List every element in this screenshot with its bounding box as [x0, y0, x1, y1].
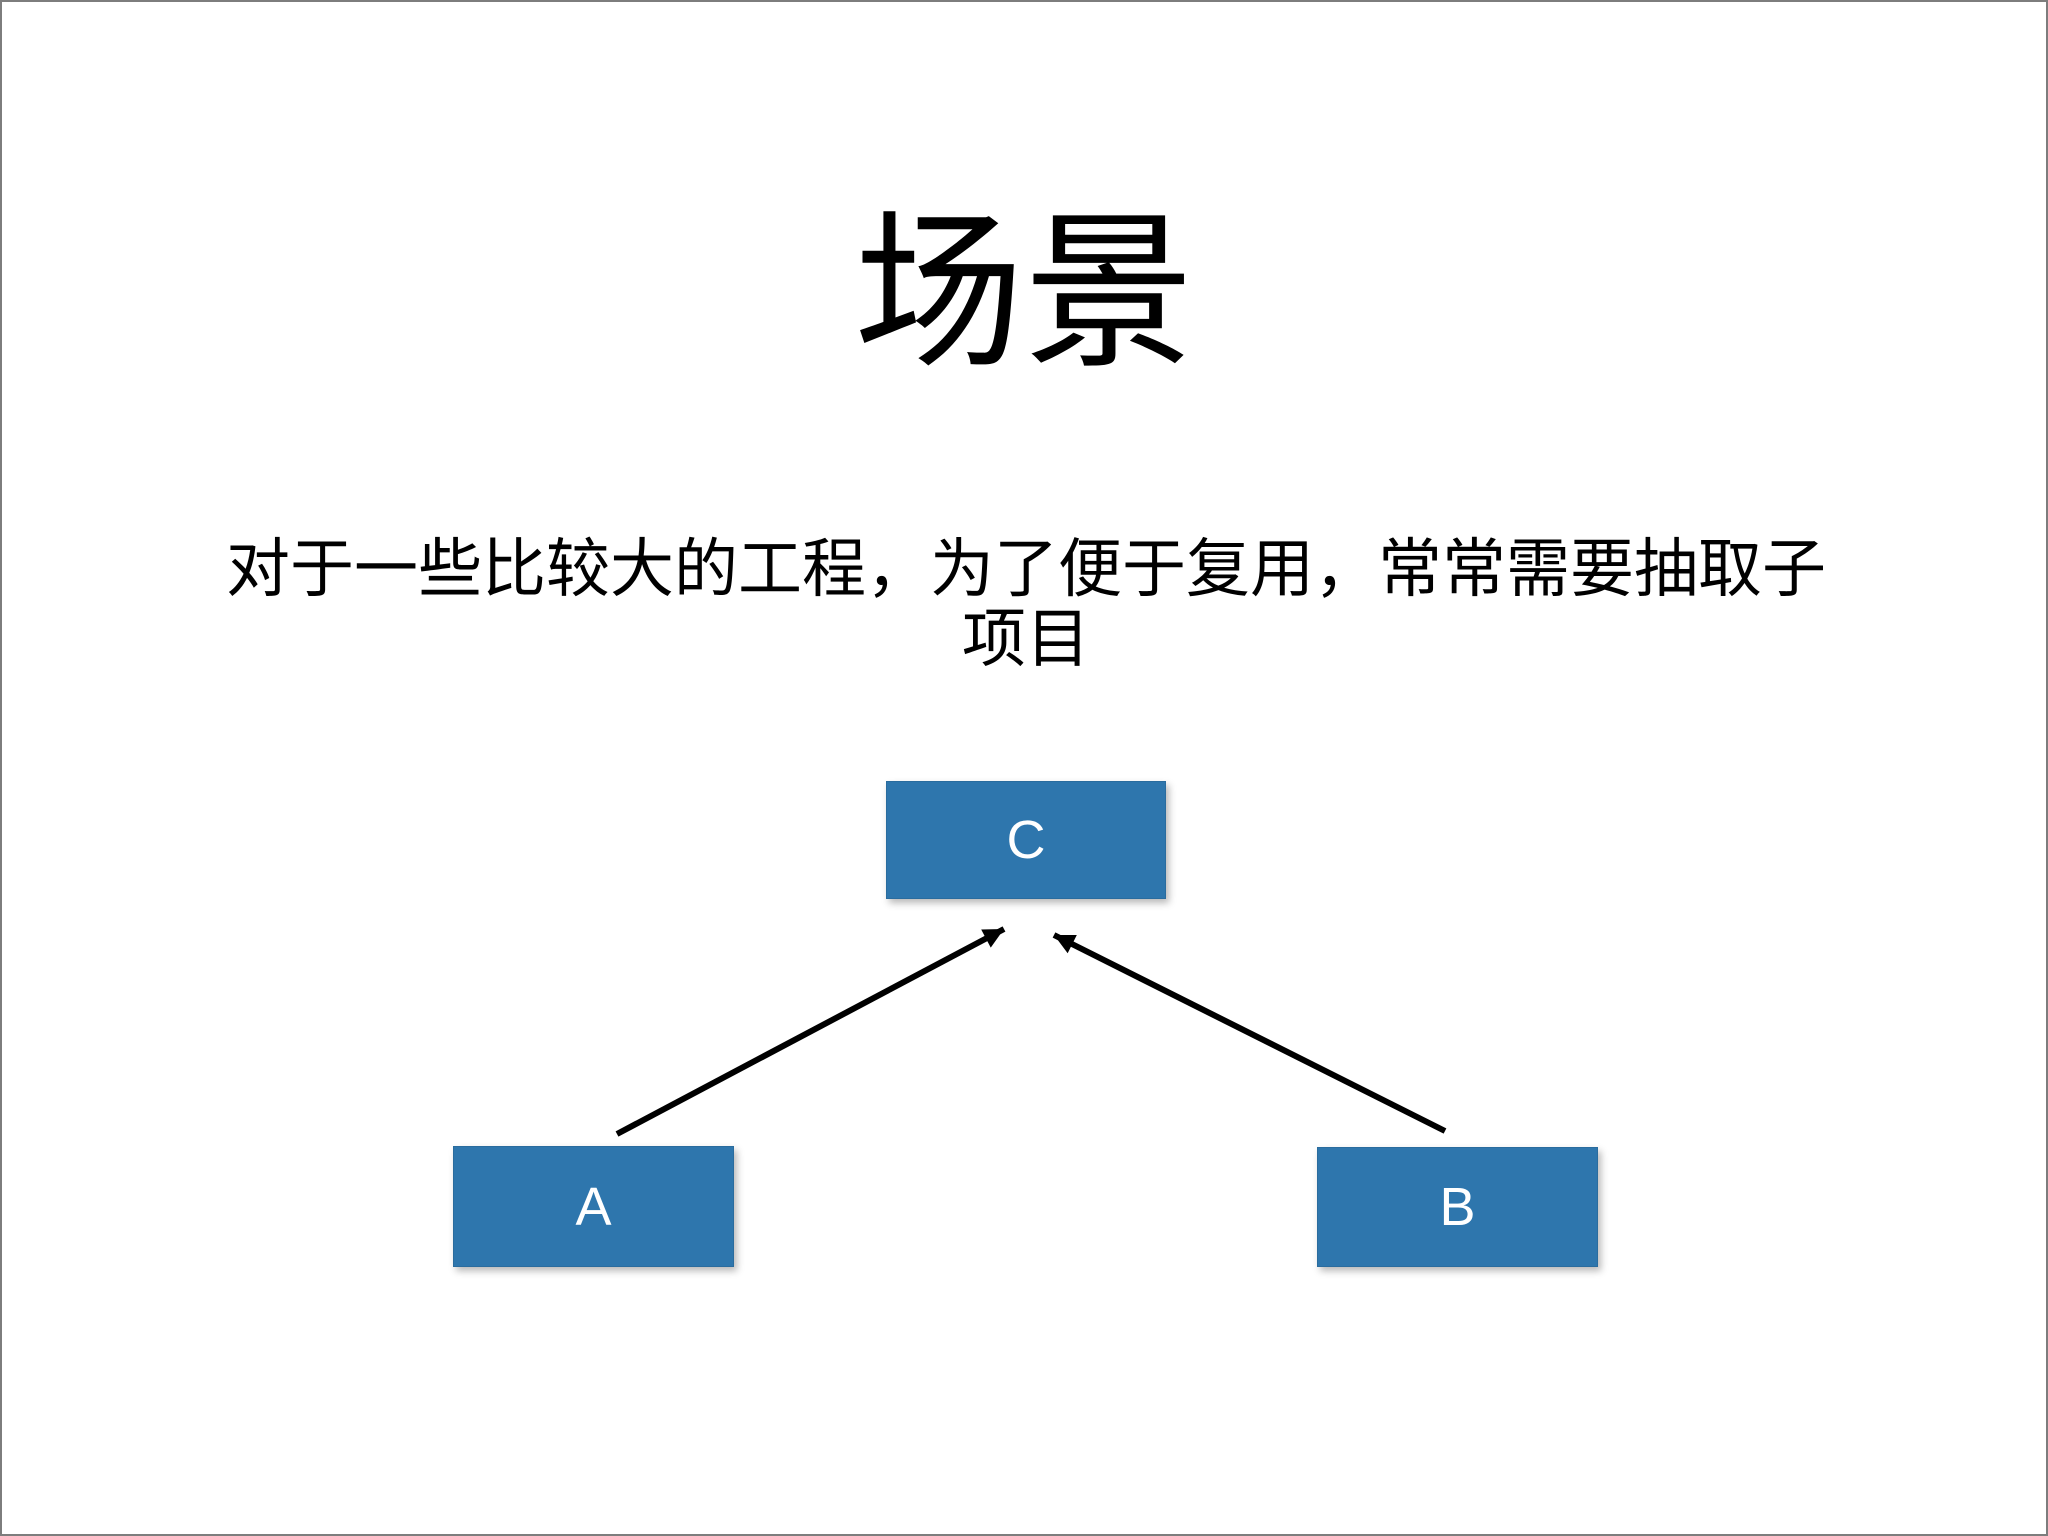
- edge-a-to-c: [615, 926, 1006, 1137]
- subtitle-line-1: 对于一些比较大的工程，为了便于复用，常常需要抽取子: [226, 533, 1826, 605]
- slide-subtitle: 对于一些比较大的工程，为了便于复用，常常需要抽取子 项目: [196, 534, 1856, 674]
- page-title: 场景: [853, 199, 1194, 389]
- subtitle-line-2: 项目: [962, 603, 1090, 675]
- node-box-a: A: [453, 1146, 734, 1267]
- node-label-b: B: [1439, 1177, 1476, 1237]
- edge-b-to-c: [1052, 932, 1447, 1134]
- node-label-a: A: [575, 1176, 612, 1237]
- node-label-c: C: [1006, 810, 1046, 870]
- node-box-c: C: [886, 781, 1166, 899]
- node-box-b: B: [1317, 1147, 1598, 1267]
